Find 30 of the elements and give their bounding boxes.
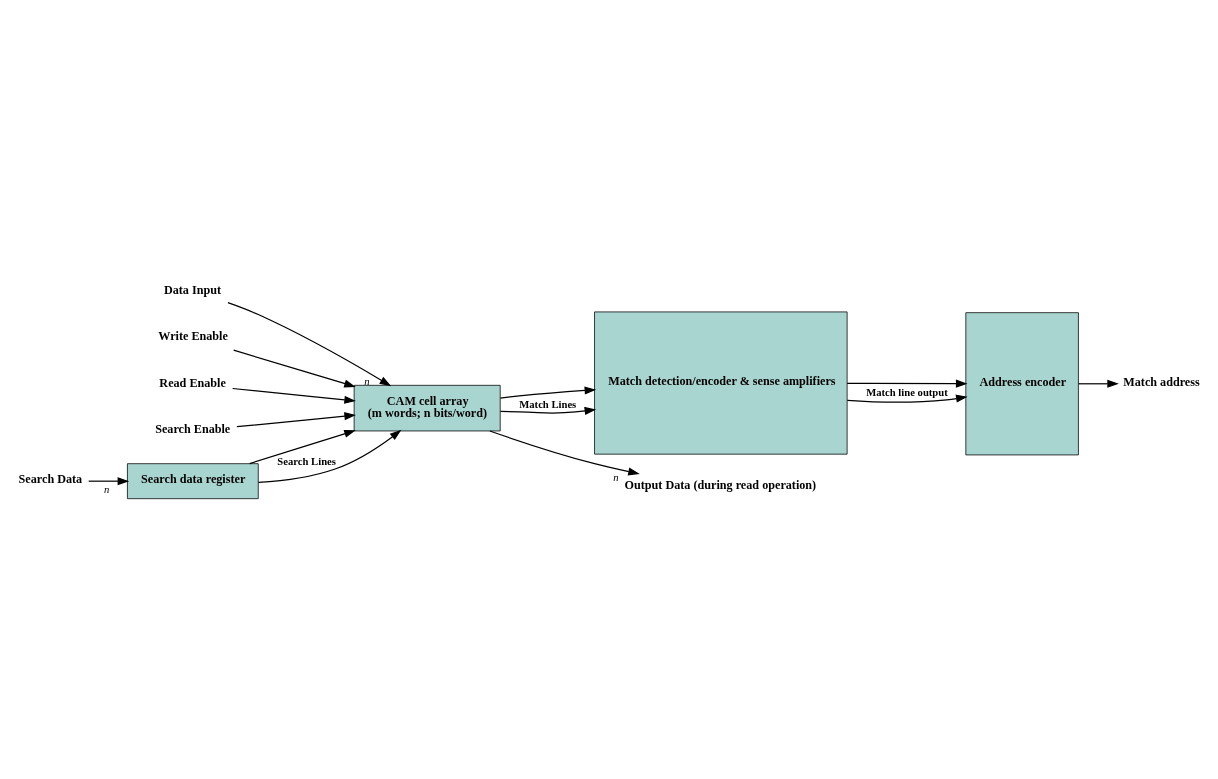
- node-box: CAM cell array (m words; n bits/word): [353, 384, 501, 432]
- edge-label: n: [103, 483, 110, 495]
- node-text: Data Input: [163, 282, 222, 297]
- arrow: [88, 477, 130, 486]
- arrow: [227, 302, 392, 387]
- node-box: Match detection/encoder & sense amplifiers: [594, 311, 848, 455]
- arrow: [846, 394, 968, 403]
- node-text: Match address: [1123, 374, 1200, 389]
- edge-label: Match Lines: [519, 399, 577, 411]
- edge-label: n: [613, 471, 619, 483]
- arrow: [846, 379, 968, 388]
- node-text: Output Data (during read operation): [624, 478, 817, 493]
- arrow: [249, 429, 356, 465]
- arrow: [1077, 379, 1119, 388]
- node-text: Write Enable: [158, 329, 228, 344]
- node-text: Search Data: [18, 472, 83, 487]
- arrow: [233, 349, 356, 388]
- edge-label: Match line output: [866, 387, 948, 399]
- node-box: Search data register: [127, 463, 259, 500]
- edge-label: n: [364, 375, 370, 387]
- edge-label: Search Lines: [277, 456, 336, 468]
- arrow: [257, 429, 402, 483]
- node-box: Address encoder: [965, 312, 1079, 456]
- arrow: [499, 406, 597, 415]
- arrow: [499, 386, 597, 399]
- arrow: [236, 412, 356, 428]
- node-text: Search Enable: [155, 422, 231, 437]
- arrow: [489, 430, 640, 476]
- node-text: Read Enable: [159, 375, 226, 390]
- arrow: [231, 387, 356, 404]
